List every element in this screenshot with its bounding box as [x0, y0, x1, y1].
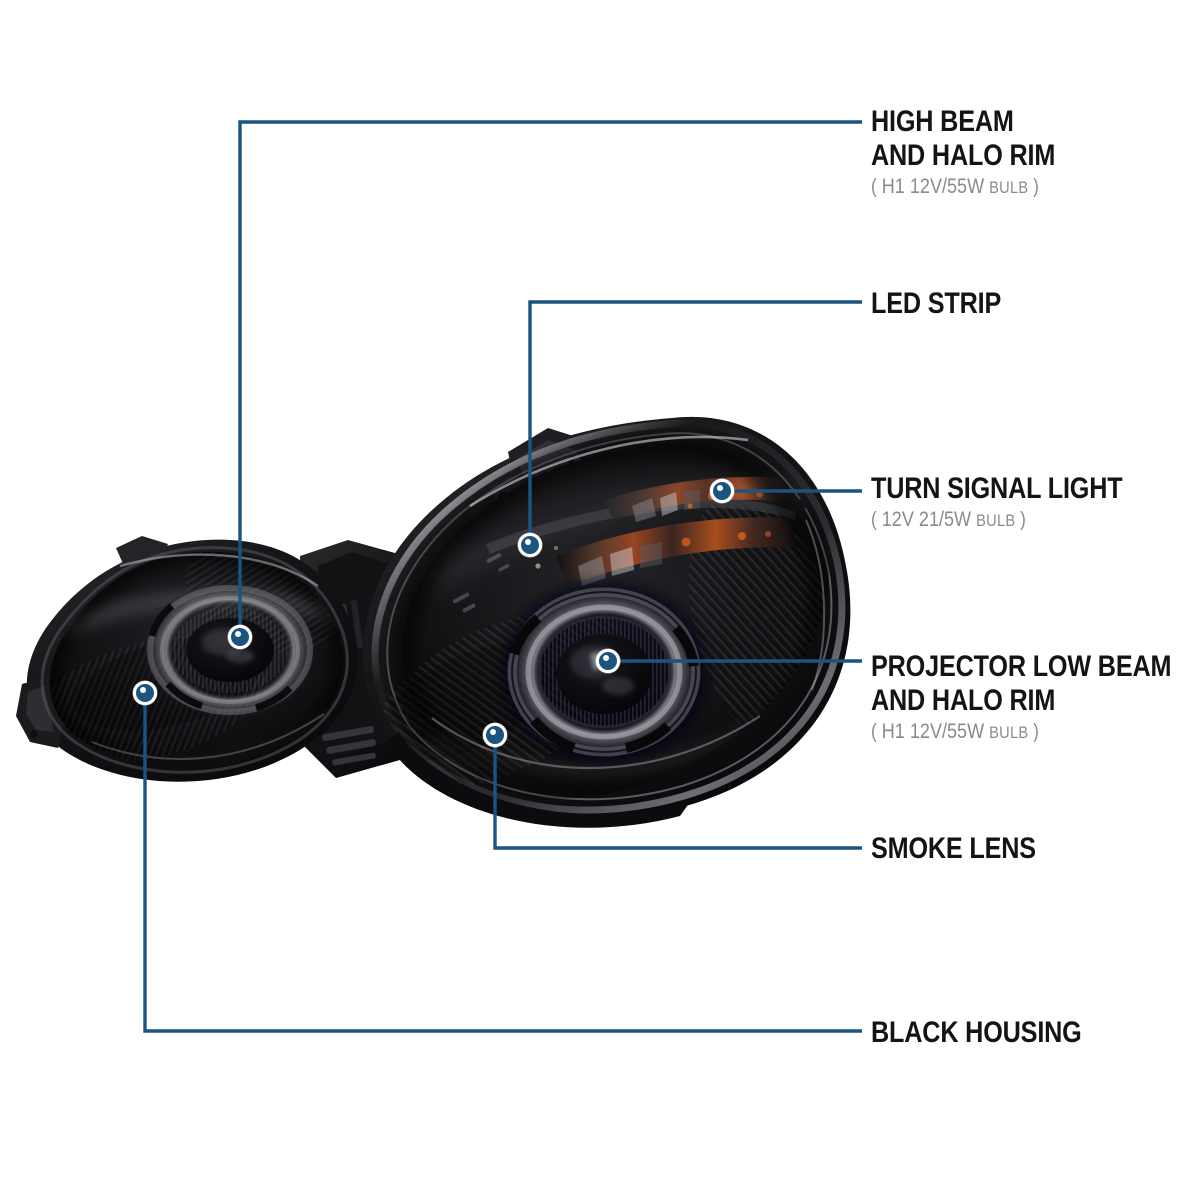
callout-label-smoke-lens: SMOKE LENS — [871, 832, 1067, 866]
spec-unit: BULB — [989, 178, 1029, 197]
spec-paren-close: ) — [1028, 176, 1039, 198]
leader-black-housing — [143, 701, 862, 1033]
spec-paren-close: ) — [1028, 721, 1039, 743]
label-title-line2: AND HALO RIM — [871, 684, 1056, 717]
callout-dot-led-strip[interactable] — [518, 533, 542, 557]
label-title-line1: BLACK HOUSING — [871, 1016, 1082, 1049]
callout-label-black-housing: BLACK HOUSING — [871, 1016, 1122, 1050]
spec-value: H1 12V/55W — [876, 720, 990, 743]
label-title-line2: AND HALO RIM — [871, 139, 1056, 172]
spec-paren-close: ) — [1015, 509, 1026, 531]
callout-dot-high-beam-and-halo-rim[interactable] — [228, 625, 252, 649]
callout-label-turn-signal-light: TURN SIGNAL LIGHT( 12V 21/5W BULB ) — [871, 472, 1170, 534]
label-bulb-spec: ( H1 12V/55W BULB ) — [871, 719, 1178, 746]
callout-label-led-strip: LED STRIP — [871, 287, 1026, 321]
label-bulb-spec: ( 12V 21/5W BULB ) — [871, 507, 1128, 534]
callout-dot-projector-low-beam-and-halo-rim[interactable] — [596, 649, 620, 673]
label-title-line1: SMOKE LENS — [871, 832, 1036, 865]
spec-unit: BULB — [976, 511, 1016, 530]
label-bulb-spec: ( H1 12V/55W BULB ) — [871, 174, 1060, 201]
spec-paren-open: ( — [871, 176, 877, 198]
spec-paren-open: ( — [871, 721, 877, 743]
label-title-line1: HIGH BEAM — [871, 105, 1014, 138]
spec-unit: BULB — [989, 723, 1029, 742]
leader-led-strip — [528, 300, 862, 538]
leader-smoke-lens — [493, 743, 862, 850]
callout-dot-black-housing[interactable] — [133, 681, 157, 705]
label-title-line1: PROJECTOR LOW BEAM — [871, 650, 1172, 683]
spec-value: 12V 21/5W — [876, 508, 977, 531]
callout-dot-smoke-lens[interactable] — [483, 723, 507, 747]
label-title-line1: TURN SIGNAL LIGHT — [871, 472, 1123, 505]
callout-dot-turn-signal-light[interactable] — [710, 479, 734, 503]
label-title-line1: LED STRIP — [871, 287, 1002, 320]
spec-value: H1 12V/55W — [876, 175, 990, 198]
spec-paren-open: ( — [871, 509, 877, 531]
leader-high-beam — [238, 120, 862, 630]
